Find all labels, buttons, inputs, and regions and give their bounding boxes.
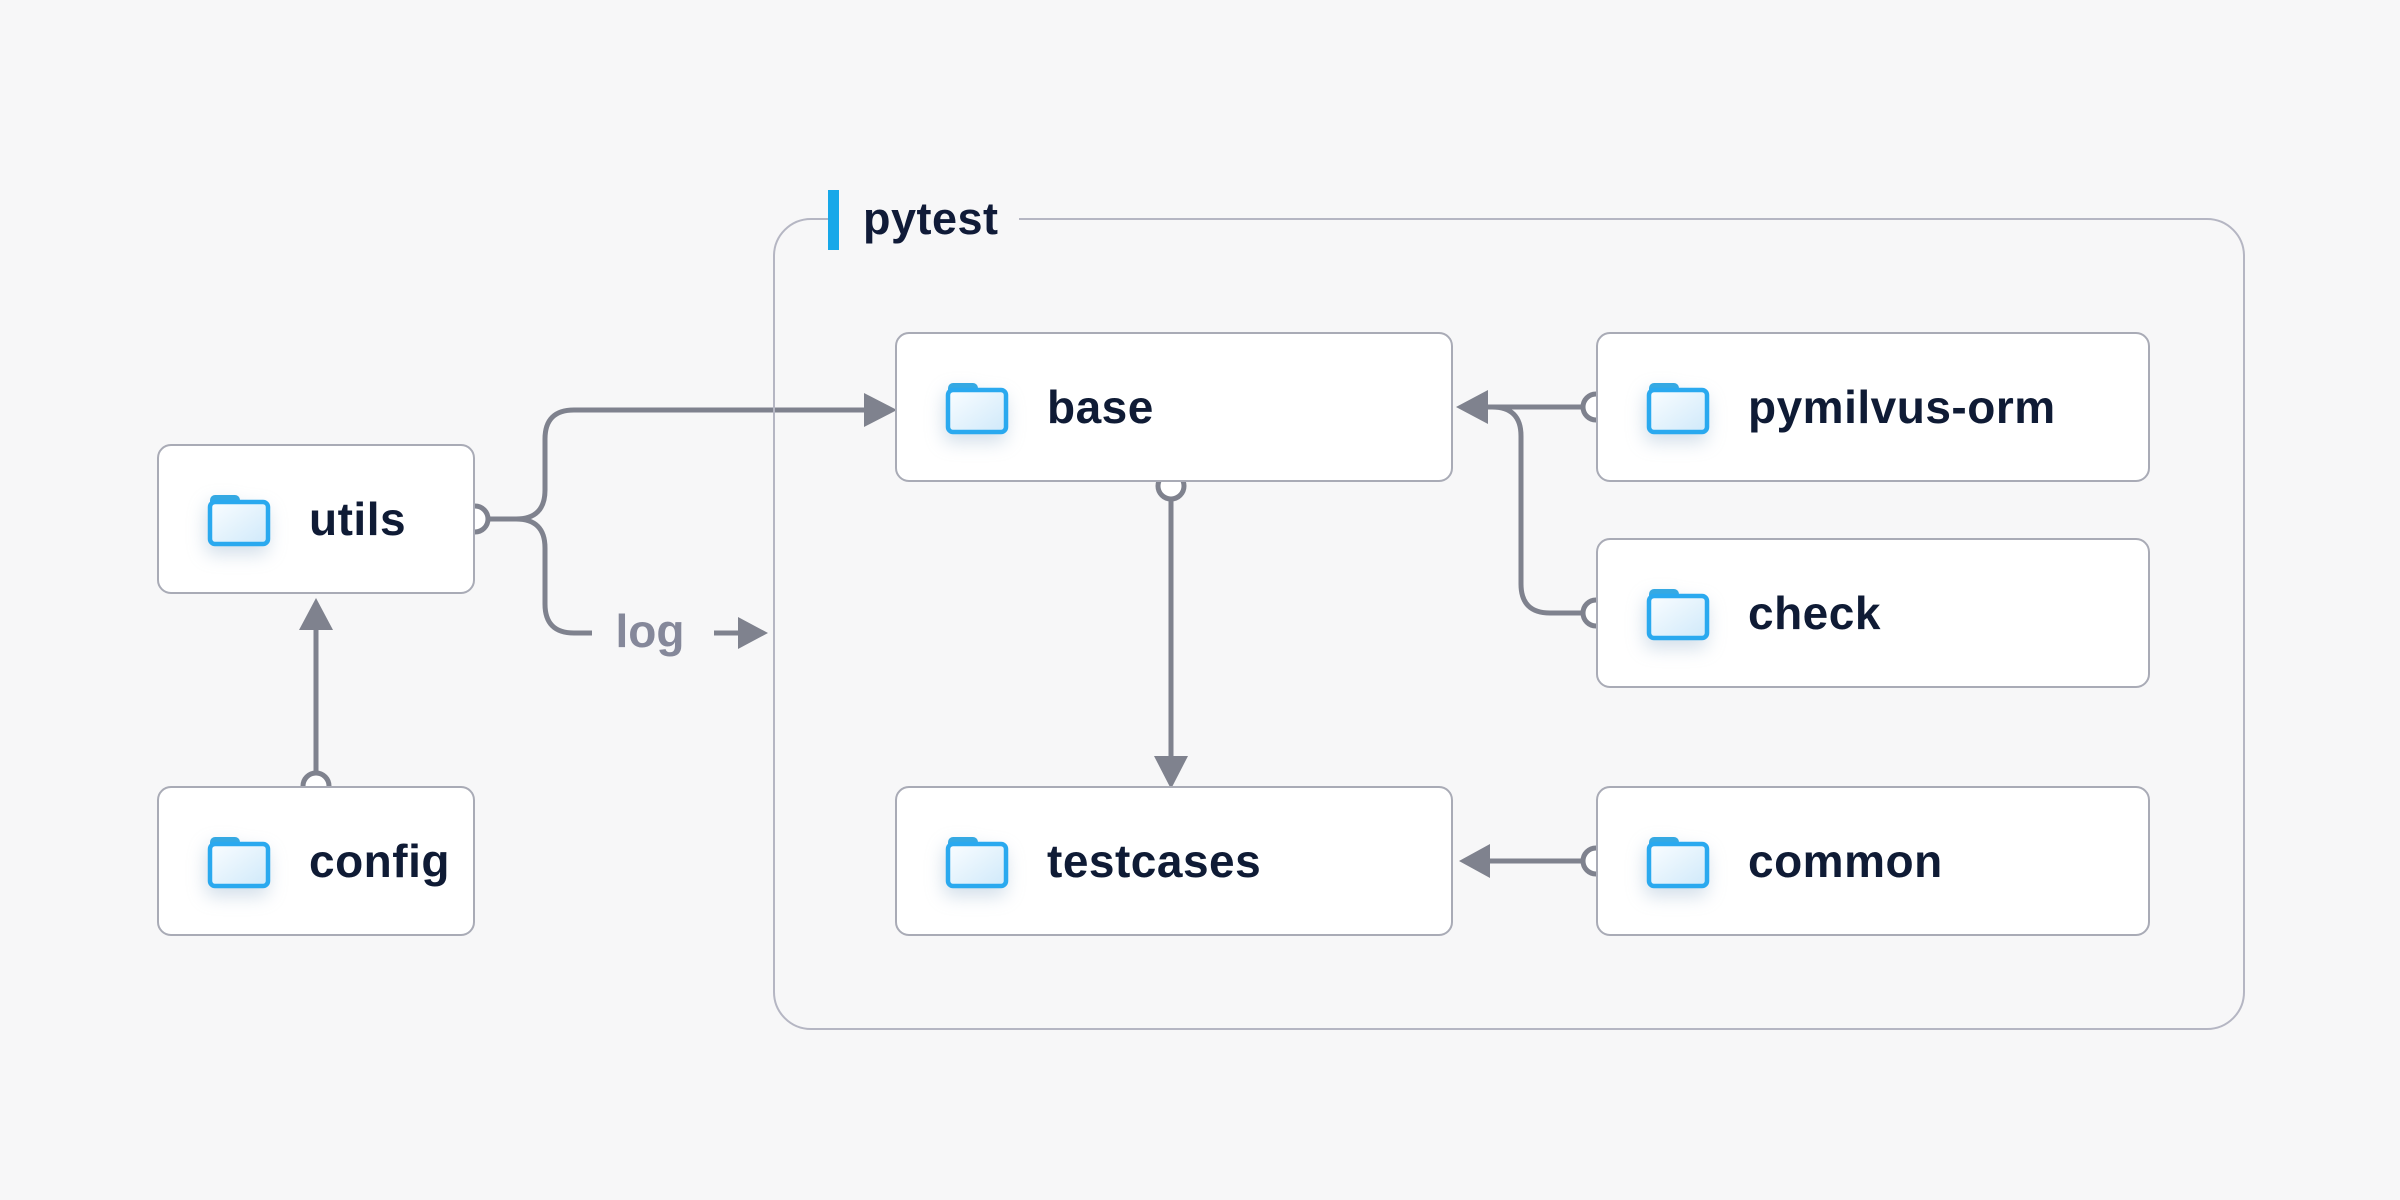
arrowhead-into-utils [299, 598, 333, 630]
arrowhead-into-base-left [864, 393, 897, 427]
node-testcases-label: testcases [1047, 835, 1262, 887]
folder-icon [1644, 378, 1712, 436]
folder-icon [943, 832, 1011, 890]
node-pymilvus-orm-label: pymilvus-orm [1748, 381, 2056, 433]
node-pymilvus-orm: pymilvus-orm [1596, 332, 2150, 482]
node-base: base [895, 332, 1453, 482]
node-check: check [1596, 538, 2150, 688]
edge-utils-base [488, 407, 864, 522]
edge-check-base [1488, 404, 1582, 616]
node-common-label: common [1748, 835, 1943, 887]
node-config-label: config [309, 835, 450, 887]
pytest-group-title: pytest [863, 192, 999, 244]
node-utils: utils [157, 444, 475, 594]
folder-icon [1644, 832, 1712, 890]
node-base-label: base [1047, 381, 1154, 433]
pytest-group: pytest [773, 187, 2245, 1030]
log-edge-label: log [615, 605, 685, 657]
node-utils-label: utils [309, 493, 407, 545]
node-common: common [1596, 786, 2150, 936]
arrowhead-into-testcases-top [1154, 756, 1188, 789]
arrowhead-into-testcases-right [1459, 844, 1490, 878]
arrowhead-log [738, 617, 768, 649]
pytest-group-label: pytest [828, 187, 1019, 253]
node-config: config [157, 786, 475, 936]
node-testcases: testcases [895, 786, 1453, 936]
arrowhead-into-base-right [1456, 390, 1488, 424]
node-check-label: check [1748, 587, 1881, 639]
folder-icon [205, 832, 273, 890]
folder-icon [205, 490, 273, 548]
folder-icon [943, 378, 1011, 436]
edge-utils-log [515, 516, 592, 636]
folder-icon [1644, 584, 1712, 642]
accent-bar [828, 190, 839, 250]
